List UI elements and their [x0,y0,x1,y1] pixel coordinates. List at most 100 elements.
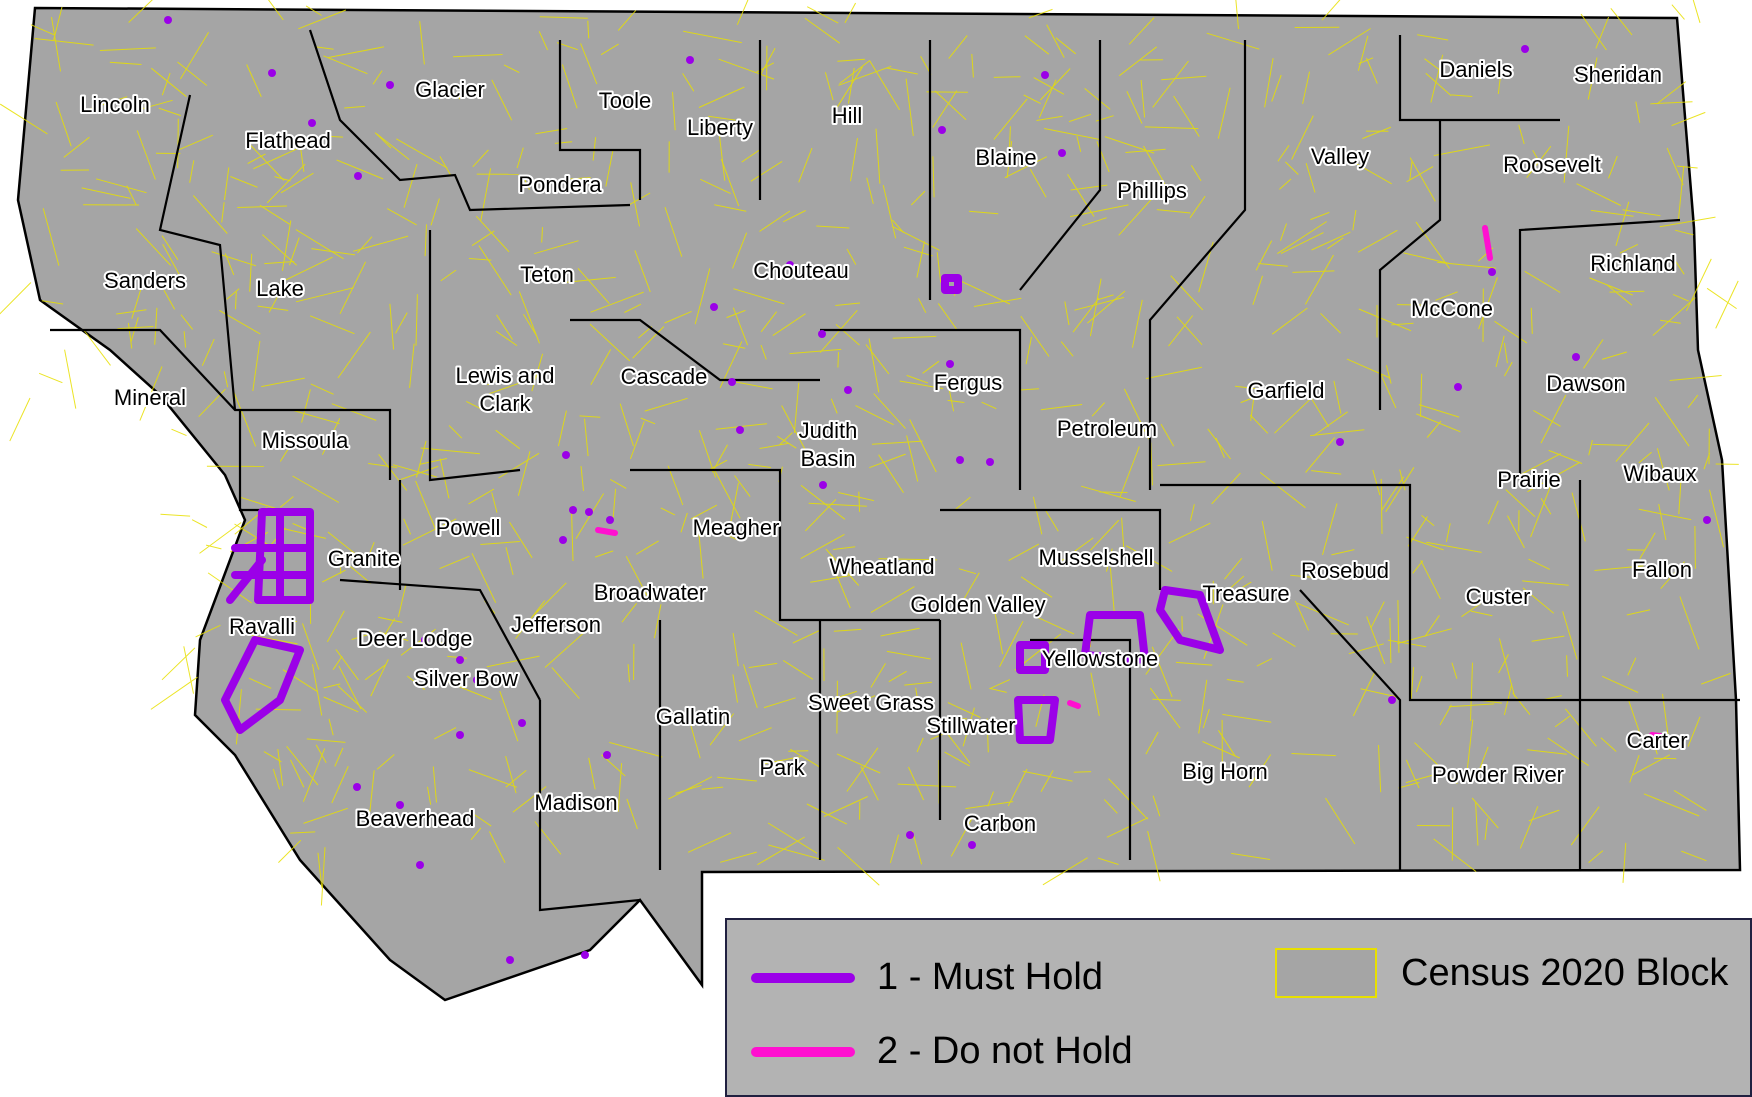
road-segment [759,442,789,449]
road-segment [960,642,972,690]
road-segment [1070,184,1108,191]
county-label-roosevelt: Roosevelt [1503,152,1601,177]
county-label-deer-lodge: Deer Lodge [358,626,473,651]
road-segment [531,353,544,392]
road-segment [1189,195,1206,219]
road-segment [440,269,457,282]
road-segment [682,73,695,92]
road-segment [374,132,392,149]
road-segment [1397,628,1452,644]
road-segment [1023,94,1041,105]
road-segment [1235,385,1262,390]
road-segment [825,548,860,586]
road-segment [1548,449,1583,464]
road-segment [1678,165,1685,219]
road-segment [986,718,989,753]
road-segment [971,53,974,78]
road-segment [1530,485,1552,538]
road-segment [1366,616,1386,665]
road-segment [1249,414,1269,434]
road-segment [621,602,637,623]
road-segment [672,91,676,131]
road-segment [1626,609,1651,616]
road-segment [554,141,573,144]
road-segment [277,749,284,786]
road-segment [1285,161,1299,175]
road-segment [63,136,90,158]
road-segment [965,801,1014,810]
road-segment [30,24,55,36]
road-segment [323,55,368,75]
road-segment [922,360,940,374]
road-segment [335,649,359,681]
road-segment [221,202,225,223]
road-segment [906,435,919,482]
road-segment [1563,125,1570,183]
county-label-glacier: Glacier [415,77,485,102]
road-segment [1387,639,1427,648]
road-segment [1527,749,1567,755]
county-label-daniels: Daniels [1439,57,1512,82]
road-segment [0,103,48,135]
county-label-hill: Hill [832,103,863,128]
county-label-lincoln: Lincoln [80,92,150,117]
road-segment [505,547,514,576]
legend-label-census-block: Census 2020 Block [1401,951,1729,994]
road-segment [1673,789,1707,811]
road-segment [830,398,838,414]
road-segment [443,679,492,701]
road-segment [150,676,198,710]
county-label-cascade: Cascade [621,364,708,389]
road-segment [605,150,614,187]
road-segment [1040,770,1054,793]
road-segment [1152,795,1161,817]
road-segment [1470,610,1493,617]
county-label-missoula: Missoula [262,428,350,453]
road-segment [1274,392,1317,434]
road-segment [1305,163,1316,193]
road-segment [99,47,156,51]
road-segment [698,86,745,108]
road-segment [1118,46,1158,77]
road-segment [624,303,642,313]
road-segment [1073,771,1092,773]
road-segment [700,178,731,195]
road-segment [302,748,326,802]
road-segment [911,830,923,865]
road-segment [587,20,590,39]
road-segment [1237,581,1252,591]
road-segment [792,629,821,644]
road-segment [1170,275,1204,311]
road-segment [1594,565,1644,571]
road-segment [868,338,880,393]
road-segment [376,754,395,770]
road-segment [1357,229,1398,253]
road-segment [1424,58,1448,77]
road-segment [804,17,840,44]
road-segment [328,718,334,736]
road-segment [1527,462,1580,493]
road-segment [1494,320,1528,344]
road-segment [1320,312,1341,334]
road-segment [1622,842,1627,883]
road-segment [139,366,163,421]
road-segment [368,463,398,468]
must-hold-areas [221,274,1224,744]
road-segment [1678,481,1682,515]
road-segment [344,105,365,109]
road-segment [1147,830,1161,882]
road-segment [1638,451,1652,464]
road-segment [1310,211,1330,221]
road-segment [551,667,580,699]
road-segment [1304,254,1334,305]
road-segment [154,307,158,345]
road-segment [1140,80,1146,118]
road-segment [1531,635,1565,642]
road-segment [1125,148,1166,153]
road-segment [0,282,32,315]
road-segment [161,235,179,261]
road-segment [331,403,377,421]
road-segment [498,452,540,479]
road-segment [800,533,845,560]
road-segment [458,81,463,100]
